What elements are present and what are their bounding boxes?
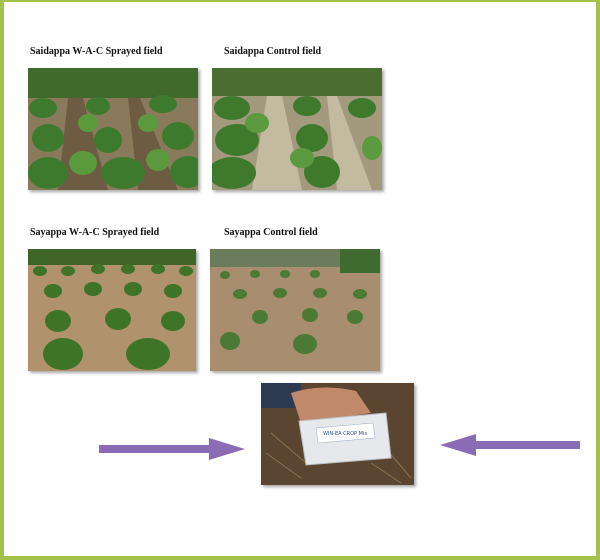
arrow-right-icon <box>99 438 245 460</box>
packet-label: WIN-EA CROP Mix <box>323 431 367 437</box>
caption-sayappa-control: Sayappa Control field <box>224 227 318 238</box>
caption-saidappa-sprayed: Saidappa W-A-C Sprayed field <box>30 46 163 57</box>
photo-saidappa-control-field <box>212 68 382 190</box>
caption-sayappa-sprayed: Sayappa W-A-C Sprayed field <box>30 227 160 238</box>
photo-product-packet: WIN-EA CROP Mix <box>261 383 414 485</box>
caption-saidappa-control: Saidappa Control field <box>224 46 322 57</box>
photo-sayappa-sprayed-field <box>28 249 196 371</box>
photo-saidappa-sprayed-field <box>28 68 198 190</box>
arrow-left-icon <box>440 434 580 456</box>
photo-sayappa-control-field <box>210 249 380 371</box>
